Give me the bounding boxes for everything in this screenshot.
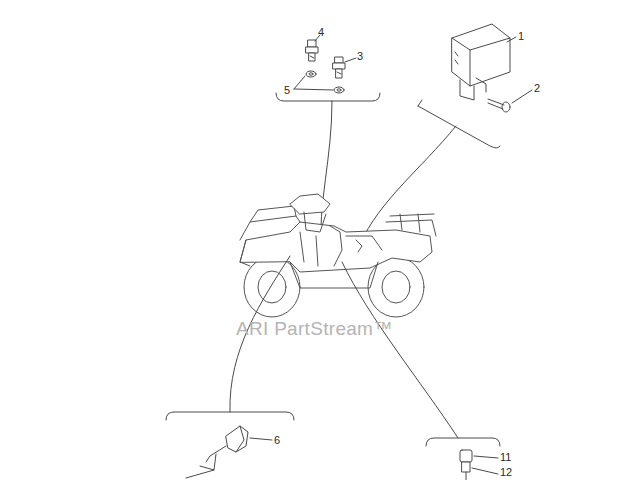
bolt-part — [488, 99, 510, 112]
sensor-part — [460, 450, 472, 480]
callout-number: 12 — [500, 466, 512, 478]
callout-number: 2 — [534, 82, 540, 94]
callout-number: 6 — [274, 434, 280, 446]
callout-number: 4 — [318, 26, 324, 38]
callout-number: 3 — [357, 50, 363, 62]
atv-vehicle — [240, 194, 436, 317]
watermark: ARI PartStream™ — [236, 318, 393, 340]
control-unit — [452, 24, 510, 100]
sensor-part — [333, 57, 345, 78]
callout-number: 1 — [518, 30, 524, 42]
switch-part — [186, 426, 248, 478]
callout-number: 5 — [284, 84, 290, 96]
callout-number: 11 — [500, 451, 511, 463]
sensor-part — [306, 40, 318, 61]
